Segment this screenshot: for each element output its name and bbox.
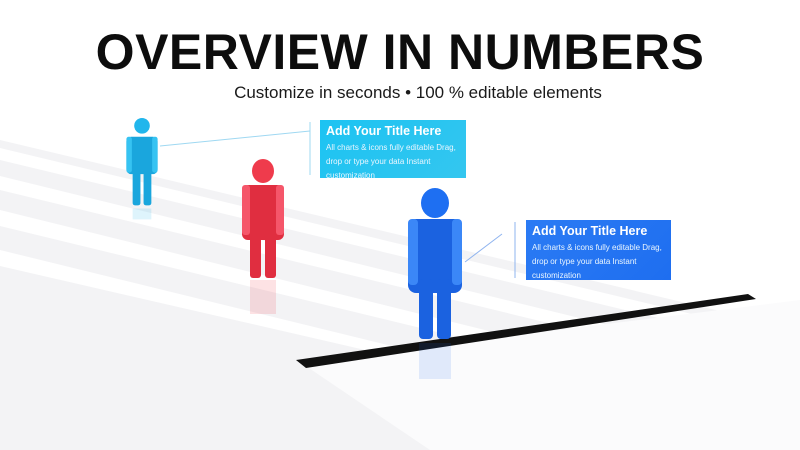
track-lane-1 [0,148,800,352]
callout-body: All charts & icons fully editable Drag, … [532,243,662,280]
callout-box: Add Your Title Here All charts & icons f… [526,220,671,280]
callout-box: Add Your Title Here All charts & icons f… [320,120,466,180]
finish-line [296,294,756,368]
person-icon [126,118,158,220]
connector-line-1 [159,130,311,147]
callout-title: Add Your Title Here [532,224,648,238]
callout-body: All charts & icons fully editable Drag, … [326,143,456,180]
page-title: OVERVIEW IN NUMBERS [95,24,705,80]
page-subtitle: Customize in seconds • 100 % editable el… [234,83,602,102]
callout-title: Add Your Title Here [326,124,442,138]
track-foreground [300,300,800,450]
connector-line-2 [464,233,503,263]
person-icon [242,159,284,314]
person-icon [408,188,462,379]
